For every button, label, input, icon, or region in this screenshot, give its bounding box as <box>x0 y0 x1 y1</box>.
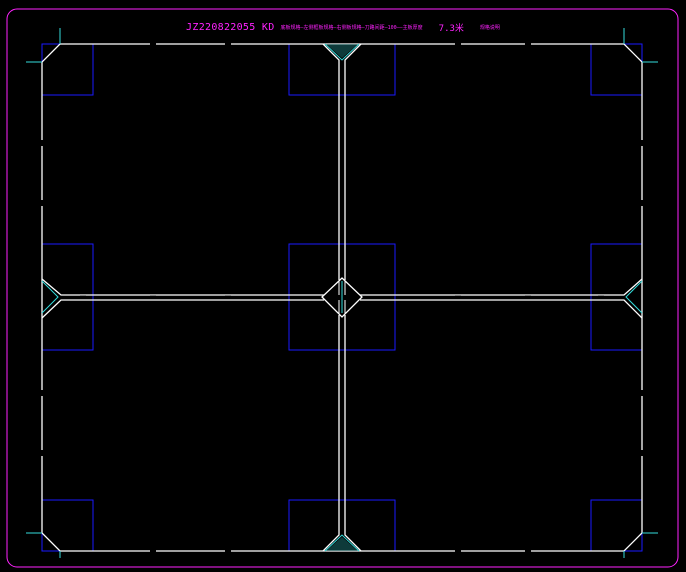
drawing-title-block: JZ220822055 KD 底板规格—左侧框板规格—右侧板规格—刀路间距—10… <box>0 20 686 34</box>
pad-top-right <box>590 43 643 96</box>
registration-marks <box>26 28 658 558</box>
drawing-spec: 底板规格—左侧框板规格—右侧板规格—刀路间距—100——主板厚度 <box>280 24 423 31</box>
cut-gaps <box>40 42 644 553</box>
pad-center <box>288 243 396 351</box>
pad-top-left <box>41 43 94 96</box>
center-junction <box>321 277 363 318</box>
pad-bottom-right <box>590 499 643 552</box>
junction-fills <box>326 44 358 551</box>
vertical-divider <box>322 43 362 552</box>
drawing-code: JZ220822055 KD <box>186 21 275 33</box>
drawing-size: 7.3米 <box>438 23 464 34</box>
drawing-note: 规格说明 <box>479 24 500 31</box>
center-junction-inner <box>338 281 346 314</box>
pad-bottom-left <box>41 499 94 552</box>
horizontal-divider <box>41 278 643 319</box>
divider-gaps <box>80 140 604 456</box>
drawing-border <box>6 8 679 568</box>
